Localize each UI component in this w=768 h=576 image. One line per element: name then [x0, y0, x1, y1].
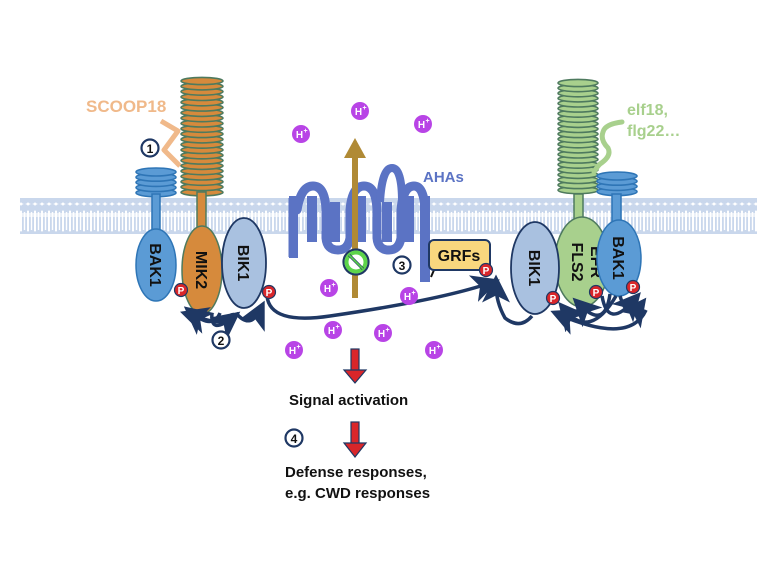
- proton-icon: H+: [400, 287, 418, 305]
- svg-text:P: P: [266, 288, 273, 299]
- mik2-lrr-ectodomain: [180, 76, 224, 197]
- bik1-right-kinase: BIK1: [510, 221, 560, 315]
- aha-proton-pump: [288, 163, 430, 282]
- bak1-right-ectodomain: [596, 171, 638, 197]
- cwd-responses-label: e.g. CWD responses: [285, 485, 430, 502]
- proton-icon: H+: [324, 321, 342, 339]
- svg-text:+: +: [331, 282, 335, 289]
- phosphorylation-sites: P P P P P P: [173, 262, 641, 306]
- svg-text:+: +: [296, 344, 300, 351]
- phosphate-icon: P: [588, 284, 604, 300]
- elf18-flg22-ligand: [591, 119, 625, 175]
- mik2-receptor: MIK2: [180, 76, 224, 315]
- protons: H+H+H+H+H+H+H+H+H+: [285, 102, 443, 359]
- fls2-label: FLS2: [568, 242, 585, 281]
- step-4-marker: 4: [284, 428, 304, 448]
- proton-flow-arrow: [344, 138, 366, 298]
- elf18-label: elf18,: [627, 102, 668, 119]
- phosphate-icon: P: [625, 279, 641, 295]
- proton-icon: H+: [320, 279, 338, 297]
- svg-text:H: H: [355, 107, 362, 118]
- proton-icon: H+: [351, 102, 369, 120]
- ahas-label: AHAs: [423, 169, 464, 186]
- svg-text:+: +: [335, 324, 339, 331]
- svg-text:H: H: [404, 292, 411, 303]
- grfs-label: GRFs: [438, 248, 481, 265]
- svg-text:+: +: [436, 344, 440, 351]
- svg-text:H: H: [289, 346, 296, 357]
- phosphate-icon: P: [478, 262, 494, 278]
- svg-text:+: +: [425, 118, 429, 125]
- svg-text:4: 4: [291, 432, 298, 446]
- grfs-protein: GRFs: [428, 239, 491, 278]
- svg-text:H: H: [324, 284, 331, 295]
- bak1-left-receptor: BAK1: [135, 167, 177, 302]
- proton-icon: H+: [292, 125, 310, 143]
- svg-text:H: H: [429, 346, 436, 357]
- efr-fls2-lrr-ectodomain: [557, 78, 599, 195]
- down-arrow-2: [342, 421, 368, 458]
- svg-text:H: H: [378, 329, 385, 340]
- svg-text:P: P: [178, 286, 185, 297]
- bak1-right-receptor: BAK1: [596, 171, 642, 297]
- efr-fls2-receptor: EFR FLS2: [554, 78, 610, 308]
- proton-icon: H+: [285, 341, 303, 359]
- svg-text:P: P: [483, 266, 490, 277]
- svg-text:+: +: [303, 128, 307, 135]
- svg-text:H: H: [418, 120, 425, 131]
- svg-text:+: +: [362, 105, 366, 112]
- bak1-right-label: BAK1: [609, 236, 626, 280]
- svg-text:2: 2: [218, 334, 225, 348]
- phosphorylation-arrows: [180, 274, 648, 340]
- inhibition-icon: [342, 248, 370, 276]
- bik1-right-label: BIK1: [525, 250, 542, 287]
- defense-responses-label: Defense responses,: [285, 464, 427, 481]
- svg-text:1: 1: [147, 142, 154, 156]
- step-1-marker: 1: [140, 138, 160, 158]
- down-arrow-1: [342, 348, 368, 384]
- mik2-label: MIK2: [192, 251, 209, 289]
- svg-text:P: P: [550, 294, 557, 305]
- svg-text:+: +: [411, 290, 415, 297]
- flg22-label: flg22…: [627, 123, 680, 140]
- bik1-left-label: BIK1: [234, 245, 251, 282]
- svg-text:H: H: [296, 130, 303, 141]
- svg-text:H: H: [328, 326, 335, 337]
- svg-text:P: P: [630, 283, 637, 294]
- proton-icon: H+: [414, 115, 432, 133]
- signal-activation-label: Signal activation: [289, 392, 408, 409]
- svg-text:3: 3: [399, 259, 406, 273]
- scoop18-ligand: [159, 118, 182, 168]
- proton-icon: H+: [374, 324, 392, 342]
- phosphate-icon: P: [545, 290, 561, 306]
- svg-text:+: +: [385, 327, 389, 334]
- bak1-left-label: BAK1: [146, 243, 163, 287]
- phosphate-icon: P: [261, 284, 277, 300]
- phosphate-icon: P: [173, 282, 189, 298]
- svg-text:P: P: [593, 288, 600, 299]
- bik1-left-kinase: BIK1: [221, 217, 267, 309]
- step-3-marker: 3: [392, 255, 412, 275]
- step-2-marker: 2: [211, 330, 231, 350]
- bak1-left-ectodomain: [135, 167, 177, 198]
- proton-icon: H+: [425, 341, 443, 359]
- scoop18-label: SCOOP18: [86, 97, 166, 116]
